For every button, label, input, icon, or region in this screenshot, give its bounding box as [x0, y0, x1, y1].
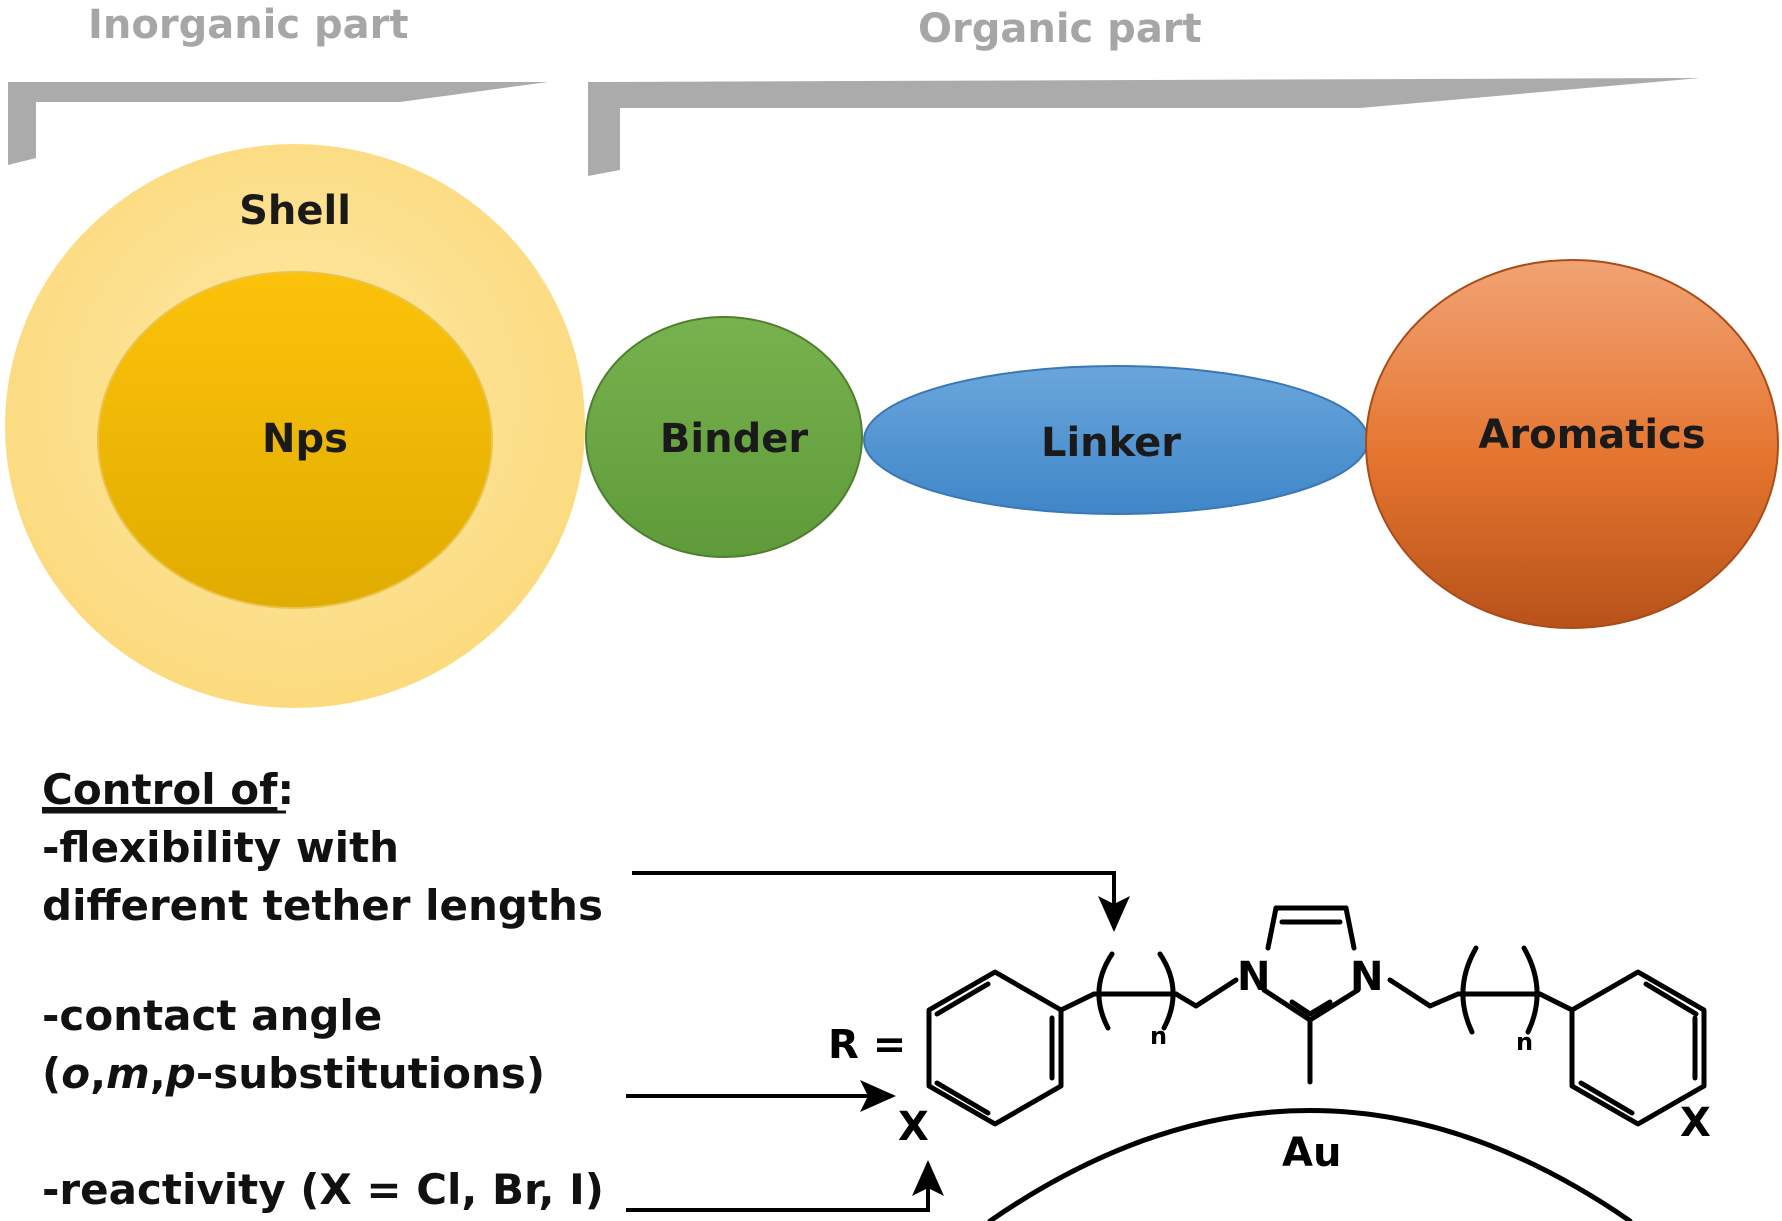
linker-node: Linker: [863, 365, 1369, 515]
control-heading: Control of:: [42, 765, 294, 814]
left-chain-to-n: [1173, 977, 1239, 1009]
control-list: Control of: -flexibility with different …: [42, 765, 604, 1214]
tether-arrow: [632, 871, 1130, 932]
right-chain-from-n: [1387, 977, 1461, 1009]
x-left-label: X: [898, 1104, 929, 1150]
left-chain-bond: [1058, 991, 1097, 1013]
flexibility-line-2: different tether lengths: [42, 881, 603, 930]
inorganic-part-header: Inorganic part: [8, 2, 548, 165]
organic-part-header: Organic part: [588, 6, 1700, 176]
organic-part-label: Organic part: [918, 6, 1202, 52]
nps-node: Nps: [97, 271, 493, 609]
arrows: [626, 871, 1130, 1212]
binder-label: Binder: [660, 416, 808, 462]
imidazole-ring: [1261, 905, 1361, 1023]
left-open-paren: [1096, 951, 1115, 1031]
au-label: Au: [1282, 1130, 1341, 1176]
n-atom-right: N: [1350, 954, 1383, 1000]
left-close-paren: [1157, 951, 1176, 1031]
n-right-label: n: [1516, 1028, 1533, 1056]
right-chain-to-ring: [1537, 991, 1575, 1013]
chemical-structure: R = X n N N: [828, 905, 1711, 1221]
linker-label: Linker: [1041, 420, 1181, 466]
organic-bracket: [588, 78, 1700, 176]
right-benzene-ring: [1569, 969, 1707, 1127]
contact-angle-line-2: (o,m,p-substitutions): [42, 1049, 545, 1098]
reactivity-line: -reactivity (X = Cl, Br, I): [42, 1165, 604, 1214]
inorganic-part-label: Inorganic part: [88, 2, 409, 48]
flexibility-line-1: -flexibility with: [42, 823, 399, 872]
inorganic-bracket: [8, 82, 548, 165]
right-close-paren: [1521, 945, 1540, 1035]
r-equals-label: R =: [828, 1022, 906, 1068]
aromatics-node: Aromatics: [1365, 259, 1779, 629]
n-atom-left: N: [1237, 954, 1270, 1000]
contact-angle-line-1: -contact angle: [42, 991, 382, 1040]
x-right-label: X: [1680, 1100, 1711, 1146]
nps-label: Nps: [262, 416, 348, 462]
right-open-paren: [1460, 945, 1479, 1035]
n-left-label: n: [1150, 1022, 1167, 1050]
shell-label: Shell: [239, 188, 351, 234]
reactivity-arrow: [626, 1160, 944, 1212]
aromatics-label: Aromatics: [1478, 412, 1705, 458]
gold-surface-arc: [987, 1108, 1633, 1221]
left-benzene-ring: [926, 969, 1064, 1127]
binder-node: Binder: [585, 316, 863, 558]
